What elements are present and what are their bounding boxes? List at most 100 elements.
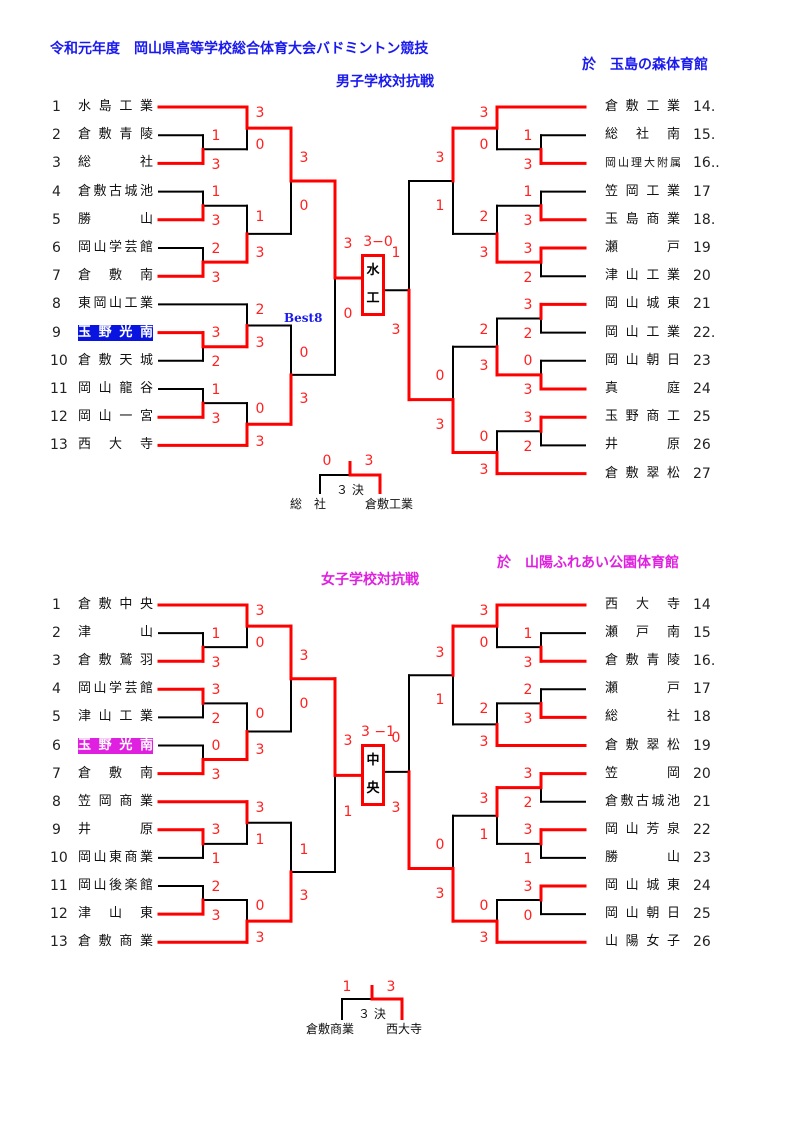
- team-seed: 19: [693, 240, 711, 256]
- team-name: 総社: [605, 709, 680, 725]
- team-seed: 18: [693, 709, 711, 726]
- team-seed: 2: [52, 127, 61, 144]
- score: 1: [343, 803, 353, 820]
- team-seed: 9: [52, 821, 61, 838]
- third-place-left-score: 1: [342, 979, 352, 995]
- score: 0: [523, 907, 533, 924]
- team-seed: 16..: [693, 155, 720, 172]
- team-name: 岡山学芸館: [78, 240, 153, 255]
- score: 3: [211, 325, 221, 342]
- score: 3: [523, 156, 533, 173]
- men-section-title: 男子学校対抗戦: [336, 74, 434, 90]
- score: 3: [255, 433, 265, 450]
- team-name: 岡山一宮: [78, 409, 153, 425]
- score: 3: [299, 647, 309, 664]
- third-place-left-score: 0: [322, 453, 332, 469]
- score: 0: [299, 695, 309, 712]
- team-seed: 17: [693, 681, 711, 698]
- score: 0: [479, 897, 489, 914]
- team-name: 総社: [78, 155, 153, 171]
- score: 1: [523, 851, 533, 868]
- team-seed: 10: [50, 849, 68, 866]
- score: 3: [479, 244, 489, 261]
- score: 3: [523, 766, 533, 783]
- team-name: 玉野光南: [78, 737, 153, 754]
- team-seed: 22: [693, 821, 711, 838]
- team-seed: 5: [52, 709, 61, 726]
- team-seed: 11: [50, 381, 68, 397]
- team-seed: 11: [50, 878, 68, 894]
- score: 1: [523, 127, 533, 144]
- score: 1: [523, 625, 533, 642]
- team-seed: 18.: [693, 211, 716, 228]
- score: 1: [435, 691, 445, 708]
- score: 3: [299, 149, 309, 166]
- team-name: 井原: [78, 821, 153, 837]
- team-seed: 6: [52, 737, 61, 754]
- score: 0: [299, 344, 309, 361]
- team-name: 倉敷青陵: [605, 653, 680, 669]
- score: 3: [523, 878, 533, 895]
- team-seed: 24: [693, 878, 711, 894]
- score: 3: [299, 391, 309, 408]
- score: 2: [255, 302, 265, 319]
- team-seed: 20: [693, 268, 711, 285]
- team-seed: 8: [52, 296, 61, 313]
- score: 3: [255, 930, 265, 947]
- score: 3: [255, 742, 265, 759]
- score: 2: [211, 240, 221, 257]
- score: 3: [255, 334, 265, 351]
- team-seed: 4: [52, 681, 61, 698]
- score: 3: [343, 733, 353, 750]
- team-name: 東岡山工業: [78, 296, 153, 312]
- team-seed: 1: [52, 99, 61, 115]
- team-name: 倉敷工業: [605, 99, 680, 114]
- score: 2: [523, 681, 533, 698]
- score: 1: [479, 826, 489, 843]
- team-name: 瀬戸南: [605, 625, 680, 641]
- score: 0: [523, 353, 533, 370]
- team-name: 岡山後楽館: [78, 878, 153, 893]
- champion-char: 工: [366, 291, 380, 307]
- team-seed: 3: [52, 155, 61, 172]
- score: 2: [479, 701, 489, 718]
- score: 3: [523, 213, 533, 230]
- team-name: 倉敷天城: [78, 352, 153, 368]
- score: 0: [391, 729, 401, 746]
- score: 3: [435, 149, 445, 166]
- team-name: 倉敷青陵: [78, 127, 153, 143]
- score: 0: [255, 137, 265, 154]
- team-seed: 13: [50, 934, 68, 951]
- score: 3: [255, 799, 265, 816]
- team-name: 岡山芳泉: [605, 821, 680, 837]
- team-seed: 1: [52, 597, 61, 613]
- team-seed: 25: [693, 906, 711, 923]
- team-seed: 12: [50, 906, 68, 923]
- score: 3: [523, 822, 533, 839]
- team-seed: 3: [52, 653, 61, 670]
- score: 0: [255, 897, 265, 914]
- third-place-label: ３ 決: [336, 483, 364, 497]
- score: 3: [391, 799, 401, 816]
- champion-box: 中央: [361, 743, 385, 806]
- team-seed: 23: [693, 849, 711, 866]
- score: 3: [435, 885, 445, 902]
- score: 2: [211, 710, 221, 727]
- team-seed: 8: [52, 793, 61, 810]
- team-seed: 23: [693, 352, 711, 369]
- team-seed: 17: [693, 183, 711, 200]
- team-name: 西大寺: [78, 437, 153, 453]
- team-name: 岡山学芸館: [78, 681, 153, 697]
- score: 1: [211, 851, 221, 868]
- men-venue: 於 玉島の森体育館: [582, 57, 708, 73]
- score: 3: [255, 602, 265, 619]
- score: 0: [479, 137, 489, 154]
- score: 2: [211, 354, 221, 371]
- team-name: 津山工業: [78, 709, 153, 725]
- score: 2: [523, 269, 533, 286]
- score: 3: [479, 602, 489, 619]
- third-place-left-team: 総 社: [290, 497, 327, 511]
- team-seed: 9: [52, 324, 61, 341]
- third-place-right-team: 倉敷工業: [365, 497, 414, 511]
- score: 3: [211, 767, 221, 784]
